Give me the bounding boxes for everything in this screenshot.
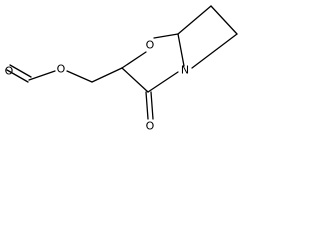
formyl-ester-bond bbox=[28, 70, 56, 81]
methylene-ring-bond bbox=[91, 67, 123, 83]
ring-carbonyl-oxygen-label: O bbox=[146, 120, 155, 133]
ester-oxygen-label: O bbox=[57, 63, 66, 76]
azetidine-bond-bottom bbox=[191, 33, 238, 69]
azetidine-bond-top bbox=[177, 5, 212, 35]
ring-c3-carbonyl-bond bbox=[121, 67, 149, 93]
ring-nitrogen-label: N bbox=[181, 64, 189, 77]
azetidine-bond-right bbox=[210, 5, 238, 35]
ring-c3-oxygen-bond bbox=[121, 51, 147, 69]
ring-oxygen-label: O bbox=[146, 39, 155, 52]
formyl-carbonyl-oxygen-label: O bbox=[5, 65, 14, 78]
ring-carbonyl-double-bond-b bbox=[150, 91, 154, 120]
atom-labels: O O O N O bbox=[5, 39, 189, 133]
formyl-carbonyl-double-bond-a bbox=[6, 69, 29, 83]
ester-methylene-bond bbox=[66, 70, 93, 83]
carbonyl-nitrogen-bond bbox=[147, 71, 179, 93]
ring-oxygen-bridgehead-bond bbox=[153, 33, 179, 39]
formyl-carbonyl-double-bond-b bbox=[9, 64, 32, 78]
bonds bbox=[6, 5, 238, 120]
bridgehead-nitrogen-bond bbox=[177, 33, 185, 67]
chemical-structure: O O O N O bbox=[5, 5, 238, 133]
ring-carbonyl-double-bond-a bbox=[145, 91, 149, 120]
